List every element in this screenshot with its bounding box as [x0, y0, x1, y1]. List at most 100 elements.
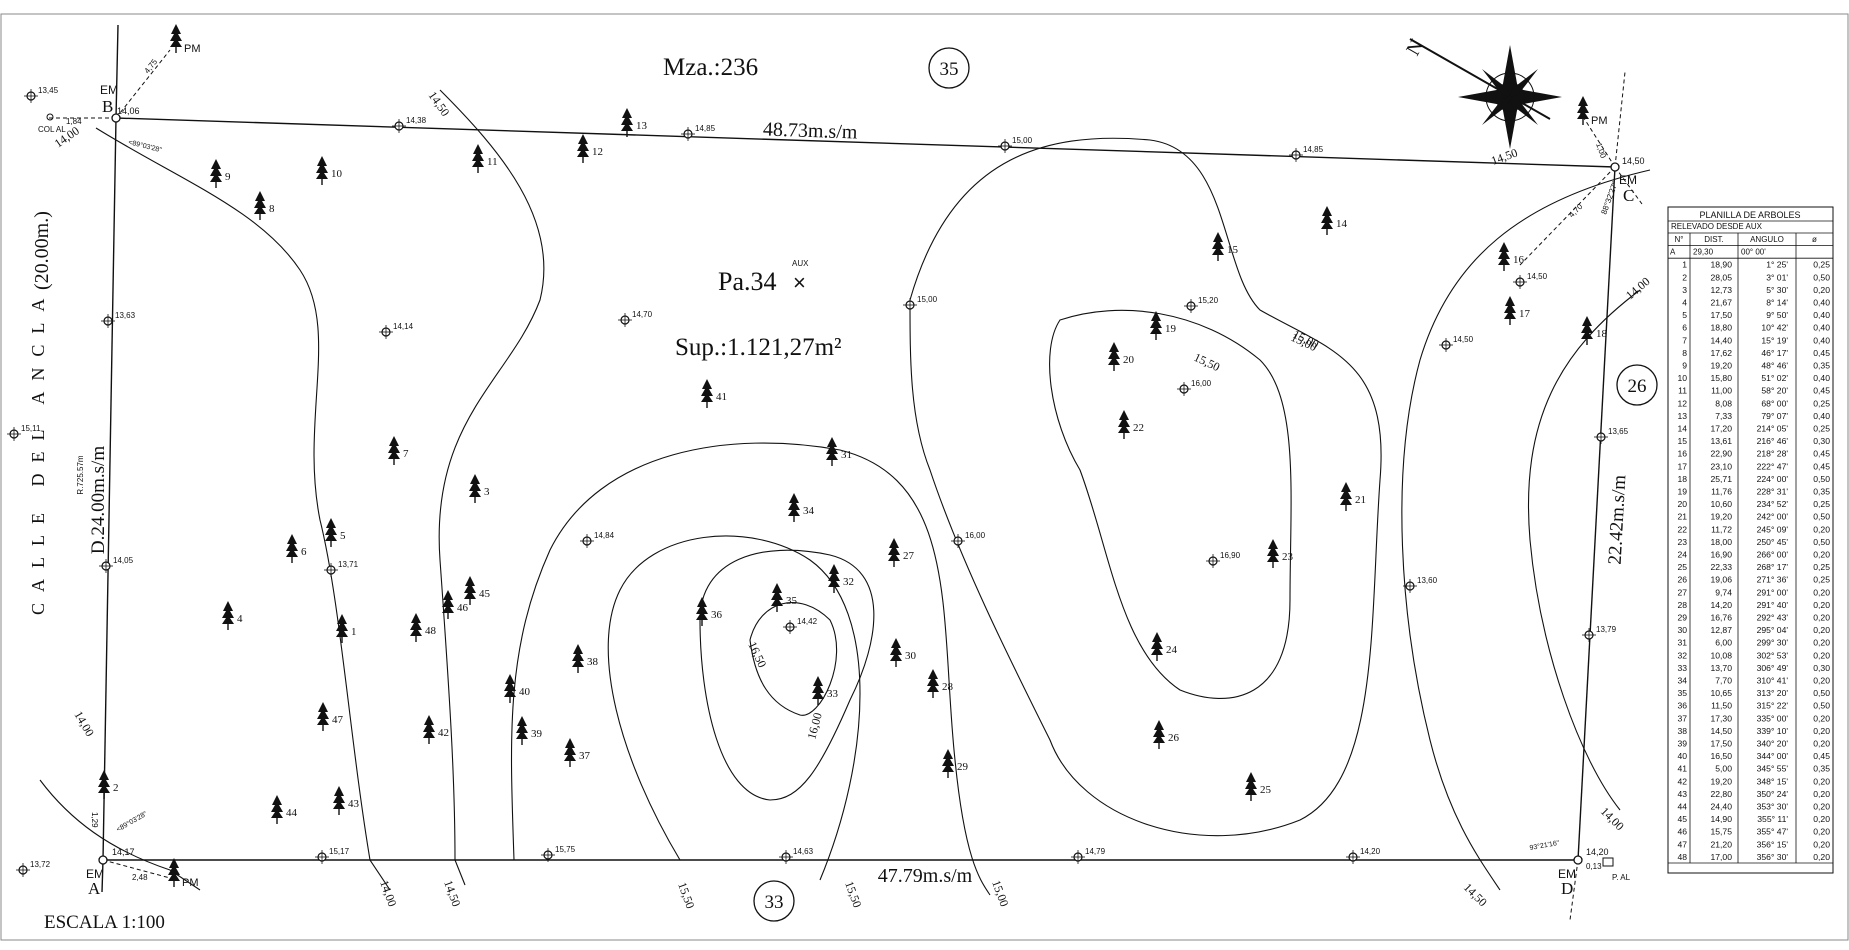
tree-icon: [890, 638, 902, 667]
tree-icon: [1340, 482, 1352, 511]
tree-table-header: N°: [1675, 235, 1684, 244]
tree-icon: [812, 676, 824, 705]
tree-table-cell: 12,87: [1710, 625, 1732, 635]
tree-table-cell: 250° 45': [1757, 537, 1789, 547]
tree-number: 34: [803, 505, 815, 517]
tree-number: 7: [403, 448, 409, 460]
street-name: CALLE DEL ANCLA: [28, 288, 48, 615]
tree-number: 27: [903, 550, 915, 562]
tree-table-cell: 22,90: [1710, 449, 1732, 459]
contour-labels: 14,5014,0014,0014,5015,0015,5015,0016,50…: [52, 89, 1653, 911]
tree-table-origin-cell: A: [1670, 248, 1676, 257]
tree-number: 12: [592, 146, 603, 158]
spot-height: 14,84: [580, 531, 615, 548]
tree-table-cell: 51° 02': [1761, 373, 1788, 383]
spot-height-value: 14,05: [113, 556, 134, 565]
spot-height: 15,75: [541, 845, 576, 862]
spot-height: 13,72: [16, 860, 51, 877]
tree-icon: [1267, 539, 1279, 568]
corner-a-id: A: [88, 879, 101, 898]
spot-height: 14,79: [1071, 847, 1106, 864]
tree-table-cell: 10,65: [1710, 688, 1732, 698]
tree-table-cell: 0,45: [1813, 461, 1830, 471]
tree-table-cell: 28: [1677, 600, 1687, 610]
tree-table-cell: 0,25: [1813, 575, 1830, 585]
tree-table-cell: 31: [1677, 638, 1687, 648]
tree-table-cell: 17: [1677, 461, 1687, 471]
tree-table-cell: 13,70: [1710, 663, 1732, 673]
spot-height: 15,20: [1184, 296, 1219, 313]
side-west: D.24.00m.s/m: [88, 446, 109, 554]
tree-table-cell: 15,80: [1710, 373, 1732, 383]
tree-number: 28: [942, 681, 954, 693]
tree-table-cell: 22,33: [1710, 562, 1732, 572]
tree-table-cell: 46: [1677, 827, 1687, 837]
contour-label: 15,50: [1192, 350, 1222, 374]
tree-table-cell: 41: [1677, 764, 1687, 774]
tree-table-cell: 27: [1677, 587, 1687, 597]
tree-table-cell: 224° 00': [1757, 474, 1789, 484]
tree-table-cell: 17,20: [1710, 424, 1732, 434]
tree-icon: [572, 644, 584, 673]
tree-table-cell: 40: [1677, 751, 1687, 761]
tree-table-cell: 14: [1677, 424, 1687, 434]
tree-table-cell: 0,50: [1813, 474, 1830, 484]
tree-icon: [464, 576, 476, 605]
spot-height-value: 14,85: [695, 124, 716, 133]
spot-height: 14,50: [1439, 335, 1474, 352]
tree-table-cell: 17,62: [1710, 348, 1732, 358]
side-east: 22.42m.s/m: [1605, 474, 1631, 565]
corner-a-elev: 14,17: [112, 847, 135, 857]
tree-table-cell: 214° 05': [1757, 424, 1789, 434]
tree-table-cell: 20: [1677, 499, 1687, 509]
tree-number: 43: [348, 798, 360, 810]
tree-table-cell: 14,50: [1710, 726, 1732, 736]
tree-number: 38: [587, 656, 599, 668]
corner-c-id: C: [1623, 186, 1634, 205]
tree-table-cell: 0,40: [1813, 335, 1830, 345]
tree-icon: [701, 379, 713, 408]
block-label: Mza.:236: [663, 54, 758, 81]
tree-number: 33: [827, 688, 839, 700]
tree-table-cell: 28,05: [1710, 272, 1732, 282]
tree-table-title: PLANILLA DE ARBOLES: [1699, 210, 1800, 220]
tree-table-cell: 9,74: [1715, 587, 1732, 597]
spot-height-value: 13,79: [1596, 625, 1617, 634]
tree-table-cell: 0,50: [1813, 537, 1830, 547]
tree-table-cell: 0,40: [1813, 310, 1830, 320]
tree-table-cell: 348° 15': [1757, 776, 1789, 786]
tree-number: 23: [1282, 551, 1294, 563]
tree-icon: [621, 108, 633, 137]
tree-table-cell: 234° 52': [1757, 499, 1789, 509]
tree-table-cell: 11,72: [1711, 524, 1732, 534]
tree-table-cell: 0,35: [1813, 361, 1830, 371]
corner-markers: [98, 113, 1620, 865]
tree-number: 21: [1355, 494, 1366, 506]
tree-number: 10: [331, 168, 343, 180]
tree-icon: [826, 437, 838, 466]
tree-table-cell: 339° 10': [1757, 726, 1789, 736]
tree-number: 44: [286, 807, 298, 819]
tree-icon: [1118, 410, 1130, 439]
tree-table-cell: 16,90: [1710, 550, 1732, 560]
contour-label: 15,50: [675, 880, 697, 910]
tree-icon: [696, 597, 708, 626]
tree-table-cell: 16: [1677, 449, 1687, 459]
spot-height-value: 14,84: [594, 531, 615, 540]
spot-height-value: 16,00: [965, 531, 986, 540]
tree-icon: [888, 538, 900, 567]
tree-table-cell: 11: [1678, 386, 1687, 396]
tree-table-cell: 350° 24': [1757, 789, 1789, 799]
tree-icon: [1498, 242, 1510, 271]
tree-number: 32: [843, 576, 854, 588]
contour-label: 14,50: [441, 878, 463, 908]
tree-table-header: DIST.: [1704, 235, 1724, 244]
contour-label: 16,00: [804, 711, 825, 741]
tree-table-cell: 7,33: [1715, 411, 1732, 421]
tree-table-cell: 0,45: [1813, 386, 1830, 396]
side-south: 47.79m.s/m: [878, 865, 973, 887]
spot-height: 16,00: [1177, 379, 1212, 396]
tree-table-cell: 355° 11': [1757, 814, 1788, 824]
spot-height: 13,63: [101, 311, 136, 328]
